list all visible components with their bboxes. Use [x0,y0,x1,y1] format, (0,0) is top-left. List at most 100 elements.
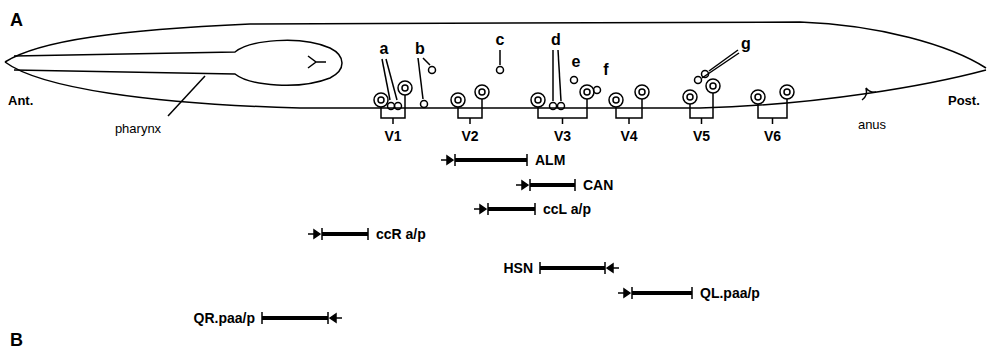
seam-nucleus [455,97,461,103]
cell-circle [395,103,402,110]
cell-circle [571,77,578,84]
seam-label: V6 [764,129,781,143]
seam-cell [706,79,720,93]
arrow-head [624,289,630,297]
seam-nucleus [613,97,619,103]
cell-circle [421,101,428,108]
bracket [538,99,587,124]
cell-circle [558,103,565,110]
cell-name: ccL a/p [543,202,591,216]
organ-label: pharynx [115,122,161,135]
bracket [458,99,482,124]
seam-cell [683,90,697,104]
seam-label: V5 [693,129,710,143]
organ-label: anus [858,118,886,131]
seam-cell [398,81,412,95]
lineage-bars [262,154,692,324]
bar-tick [691,287,693,299]
bracket [758,99,787,124]
arrow-head [447,156,453,164]
bar-tick [327,312,329,324]
seam-cell [609,93,623,107]
seam-nucleus [687,94,693,100]
leader-line [382,59,390,100]
panel-letter: A [10,11,23,29]
seam-nucleus [639,89,645,95]
seam-cells [374,79,794,107]
cell-letter: f [603,62,608,78]
bar-tick [367,228,369,240]
cell-circle [594,87,601,94]
leader-line [168,76,205,116]
leader-line [418,58,423,99]
seam-cell [374,93,388,107]
lineage-bar [530,183,575,187]
body-outline [5,22,986,68]
cell-letter: b [415,41,425,57]
axis-label: Ant. [8,94,33,107]
lineage-bar [540,266,605,270]
leader-line [552,50,554,101]
seam-cell [580,85,594,99]
lineage-bar [322,232,368,236]
seam-cell [635,85,649,99]
seam-cell [780,85,794,99]
seam-nucleus [378,97,384,103]
seam-nucleus [584,89,590,95]
seam-cell [475,85,489,99]
pharynx-outline [14,40,342,85]
cell-name: HSN [503,261,533,275]
bracket [616,99,642,124]
seam-label: V1 [384,129,401,143]
cell-letter: g [741,36,751,52]
cell-letter: c [496,32,505,48]
arrow-tail [332,317,342,319]
lineage-bar [455,158,527,162]
seam-nucleus [402,85,408,91]
bar-tick [534,203,536,215]
lineage-bar [632,291,692,295]
bar-tick [604,262,606,274]
anus-mark [862,88,876,100]
seam-label: V3 [554,129,571,143]
bracket [690,93,713,124]
leader-line [423,58,430,65]
arrow-head [314,230,320,238]
bracket [381,95,405,124]
cell-name: ccR a/p [376,227,426,241]
axis-label: Post. [948,94,980,107]
seam-nucleus [755,94,761,100]
seam-cell [531,93,545,107]
cell-name: QL.paa/p [700,286,760,300]
lineage-bar [488,207,535,211]
seam-label: V4 [620,129,637,143]
arrow-head [522,181,528,189]
cell-letter: a [380,41,389,57]
seam-nucleus [710,83,716,89]
cell-letter: e [572,54,581,70]
cell-circle [388,103,395,110]
leader-line [558,50,561,101]
seam-cell [451,93,465,107]
seam-nucleus [535,97,541,103]
grinder-mark [308,56,326,68]
arrow-tail [609,267,619,269]
brackets [381,93,787,124]
panel-letter: B [10,331,23,349]
cell-name: ALM [535,153,565,167]
seam-nucleus [479,89,485,95]
cell-circle [429,67,436,74]
leader-line [499,50,501,65]
leader-line [702,53,739,78]
cell-circle [695,77,702,84]
bar-tick [574,179,576,191]
cell-name: QR.paa/p [194,311,255,325]
cell-circle [497,67,504,74]
cell-circle [550,103,557,110]
seam-label: V2 [461,129,478,143]
seam-cell [751,90,765,104]
small-cells [382,50,739,110]
